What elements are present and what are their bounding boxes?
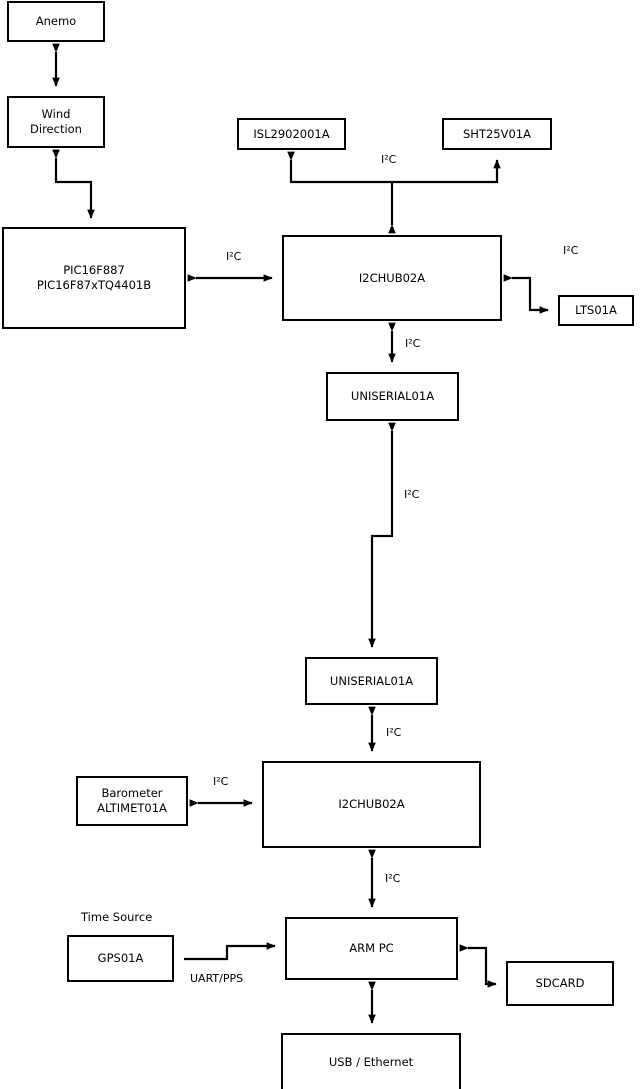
node-i2chub02a-bottom-label: I2CHUB02A [338,797,405,811]
edge-label-pic-hub-i2c: I²C [226,250,242,263]
node-arm-pc[interactable]: ARM PC [285,917,458,980]
edge-label-uniserial-hub-i2c: I²C [386,726,402,739]
node-i2chub02a-top-label: I2CHUB02A [358,270,426,285]
node-sht25v01a[interactable]: SHT25V01A [442,118,552,150]
node-usb-ethernet-label: USB / Ethernet [328,1054,414,1069]
node-lts01a[interactable]: LTS01A [558,295,634,326]
node-wind-direction-label: Wind Direction [30,107,82,136]
node-i2chub02a-bottom[interactable]: I2CHUB02A [262,761,481,848]
edge-label-isl-sht-i2c: I²C [381,153,397,166]
edge-label-barometer-hub-i2c: I²C [213,775,229,788]
node-isl2902001a-label: ISL2902001A [253,126,330,141]
node-isl2902001a[interactable]: ISL2902001A [237,118,346,150]
edge-gps-armpc [184,942,276,961]
node-gps01a[interactable]: GPS01A [67,935,174,982]
node-lts01a-label: LTS01A [575,303,617,317]
node-sdcard[interactable]: SDCARD [506,961,614,1006]
node-anemo[interactable]: Anemo [7,1,105,42]
node-sht25v01a-label: SHT25V01A [463,126,531,141]
node-anemo-label: Anemo [35,14,77,28]
node-wind-direction[interactable]: Wind Direction [7,96,105,148]
node-barometer-altimet01a[interactable]: Barometer ALTIMET01A [76,776,188,826]
edge-label-lts-i2c: I²C [563,244,579,257]
label-time-source: Time Source [81,910,153,924]
edge-label-gps-armpc-uart-pps: UART/PPS [190,972,244,985]
node-uniserial01a-top[interactable]: UNISERIAL01A [326,372,459,421]
node-sdcard-label: SDCARD [535,976,585,990]
node-i2chub02a-top[interactable]: I2CHUB02A [282,235,502,321]
node-gps01a-label: GPS01A [97,951,144,965]
edge-hubtop-lts [503,274,549,314]
node-pic-mcu[interactable]: PIC16F887 PIC16F87xTQ4401B [2,227,186,329]
edge-label-hub-armpc-i2c: I²C [385,872,401,885]
edge-uniserial-link [368,422,396,648]
node-uniserial01a-bottom-label: UNISERIAL01A [329,673,414,688]
edge-armpc-sdcard [459,944,497,988]
node-arm-pc-label: ARM PC [349,941,394,955]
edge-pic-wind [52,149,95,219]
node-barometer-altimet01a-label: Barometer ALTIMET01A [97,786,167,815]
edge-label-hub-uniserial-i2c: I²C [405,337,421,350]
edge-label-uniserial-link-i2c: I²C [404,488,420,501]
node-uniserial01a-top-label: UNISERIAL01A [350,389,435,403]
edge-hubtop-isl-sht [287,151,501,184]
node-pic-mcu-label: PIC16F887 PIC16F87xTQ4401B [36,263,152,292]
node-usb-ethernet[interactable]: USB / Ethernet [281,1033,461,1089]
node-uniserial01a-bottom[interactable]: UNISERIAL01A [305,657,438,705]
